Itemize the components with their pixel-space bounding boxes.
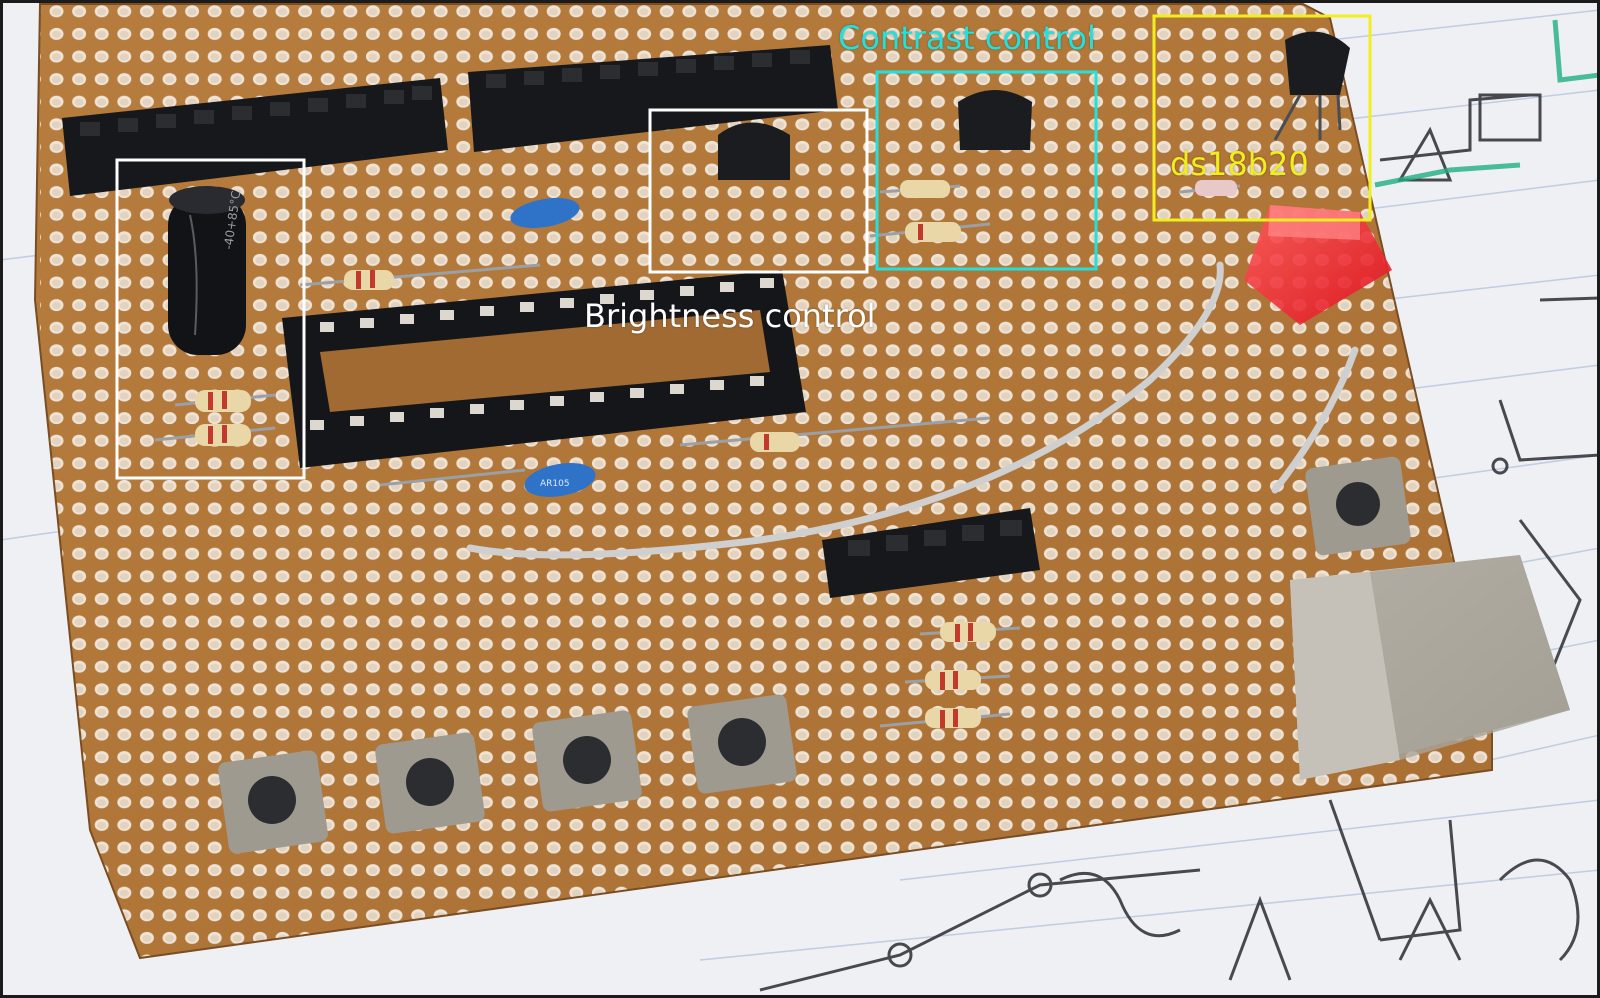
- wires: [466, 261, 1359, 559]
- ds18b20-annotation-box: [1152, 14, 1372, 222]
- annotation-boxes: [115, 14, 1372, 480]
- push-button-5: [1305, 456, 1411, 556]
- push-button-3: [532, 710, 642, 812]
- ds18b20-label: ds18b20: [1170, 145, 1309, 183]
- small-cap-marking: AR105: [540, 479, 570, 489]
- transistors: [718, 31, 1350, 180]
- push-buttons: [218, 456, 1411, 854]
- push-button-4: [687, 694, 797, 794]
- brightness-annotation-box: [648, 108, 869, 274]
- brightness-label: Brightness control: [584, 297, 876, 335]
- push-button-2: [375, 732, 485, 834]
- contrast-label: Contrast control: [838, 19, 1096, 57]
- female-header-small: [822, 508, 1040, 598]
- red-led: [1244, 205, 1392, 325]
- electrolytic-capacitor: -40+85°C: [168, 186, 246, 355]
- usb-b-connector: [1290, 555, 1570, 780]
- female-header-middle: [468, 45, 838, 152]
- contrast-annotation-box: [875, 70, 1098, 271]
- capacitor-annotation-box: [115, 158, 306, 480]
- ceramic-capacitors: AR105: [379, 197, 596, 497]
- female-header-left: [62, 78, 448, 196]
- resistor-bodies: [195, 180, 1237, 728]
- push-button-1: [218, 750, 328, 854]
- ic-socket: [282, 270, 806, 468]
